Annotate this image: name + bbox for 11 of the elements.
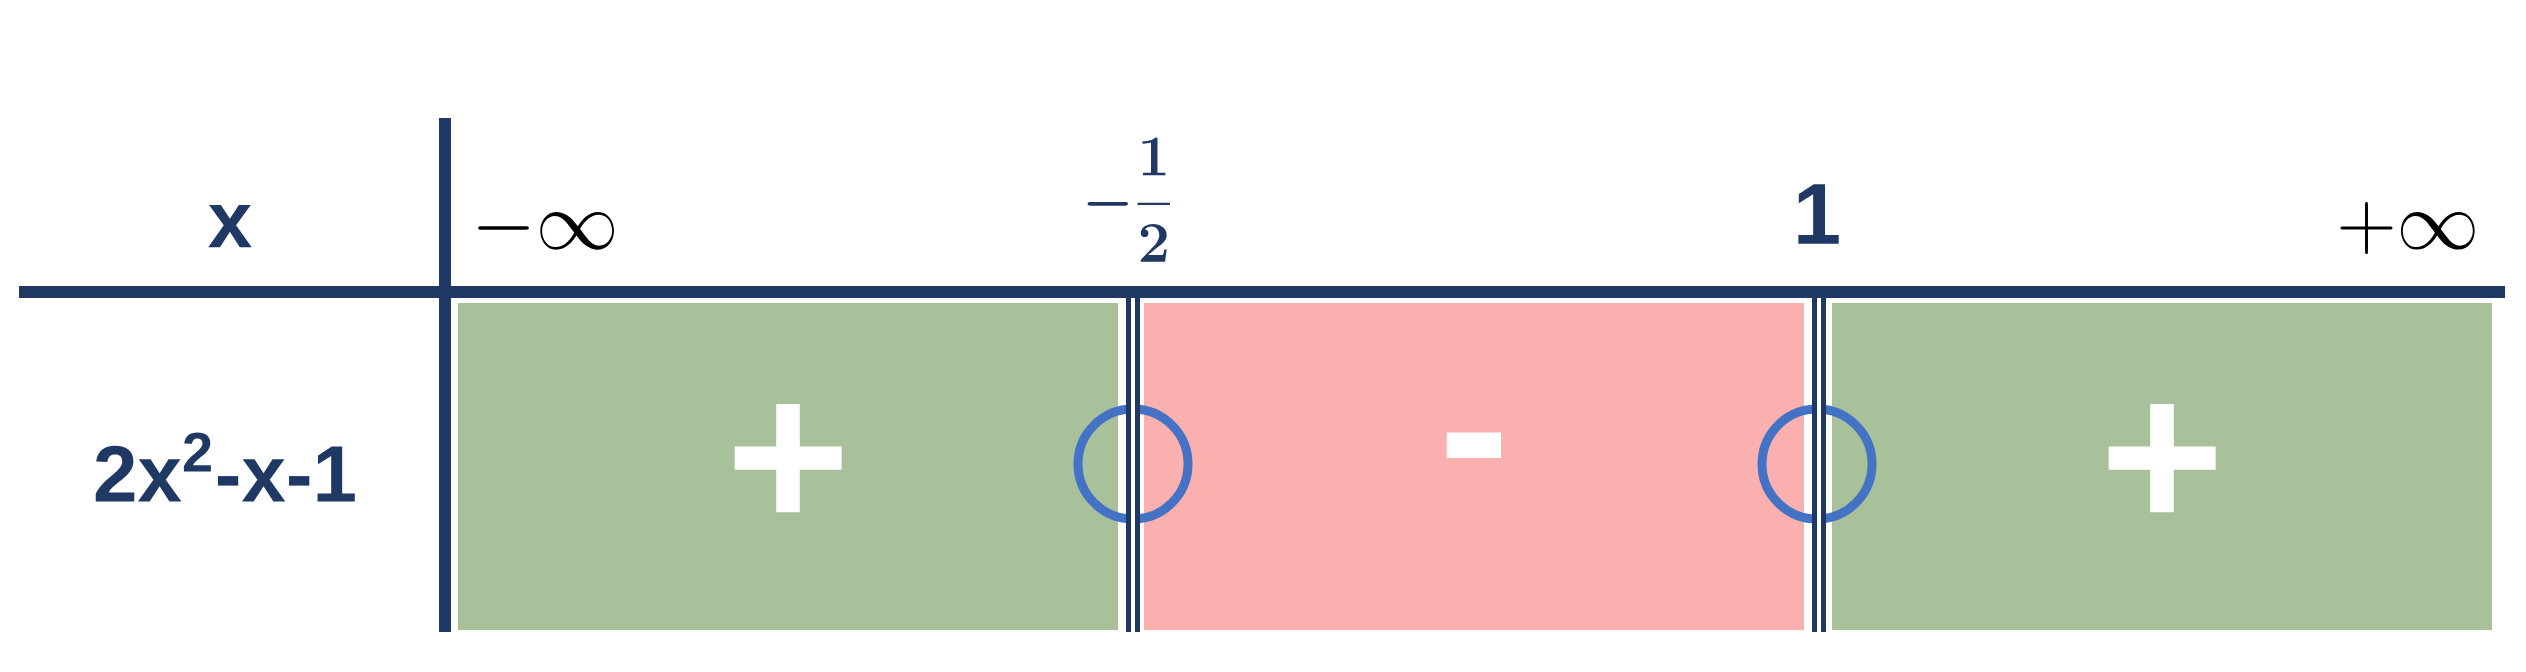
variable-label: x <box>208 204 252 248</box>
zero-circle <box>1073 404 1193 524</box>
interval-bound: $+\infty$ <box>2340 202 2475 255</box>
root-value: $-\frac{1}{2}$ <box>1087 137 1170 262</box>
zero-circle <box>1757 404 1877 524</box>
sign-box: + <box>1832 303 2492 630</box>
root-value: 1 <box>1798 184 1839 244</box>
expression-label: 2x$^{2}$-x-1 <box>95 432 355 502</box>
sign-box: - <box>1144 303 1804 630</box>
sign-box: + <box>458 303 1118 630</box>
interval-bound: $-\infty$ <box>478 212 614 250</box>
